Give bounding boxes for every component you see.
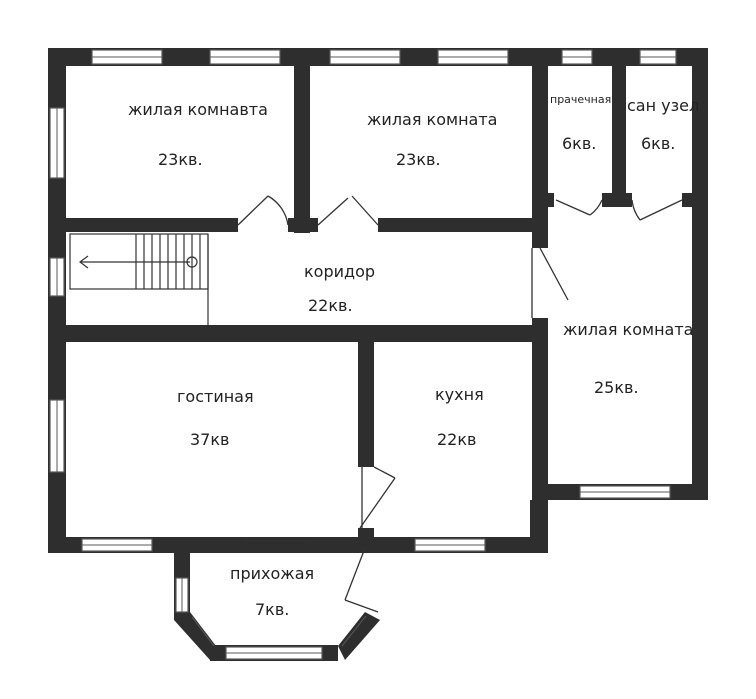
room-name-laundry: прачечная	[550, 93, 612, 106]
room-name-living: гостиная	[177, 387, 254, 406]
room-name-bathroom: сан узел	[627, 96, 700, 115]
windows	[49, 49, 677, 660]
room-area-bedroom3: 25кв.	[594, 378, 639, 397]
room-area-bathroom: 6кв.	[641, 134, 676, 153]
room-name-bedroom2: жилая комната	[367, 110, 498, 129]
room-name-kitchen: кухня	[435, 385, 484, 404]
room-area-laundry: 6кв.	[562, 134, 597, 153]
walls	[48, 48, 708, 661]
room-area-kitchen: 22кв	[437, 430, 477, 449]
doors	[237, 195, 683, 613]
room-area-bedroom2: 23кв.	[396, 150, 441, 169]
room-name-bedroom1: жилая комнавта	[128, 100, 268, 119]
staircase	[69, 233, 209, 325]
room-area-corridor: 22кв.	[308, 296, 353, 315]
room-name-corridor: коридор	[304, 262, 376, 281]
room-name-hall: прихожая	[230, 564, 315, 583]
room-area-bedroom1: 23кв.	[158, 150, 203, 169]
room-area-hall: 7кв.	[255, 600, 290, 619]
room-name-bedroom3: жилая комната	[563, 320, 694, 339]
room-area-living: 37кв	[190, 430, 230, 449]
